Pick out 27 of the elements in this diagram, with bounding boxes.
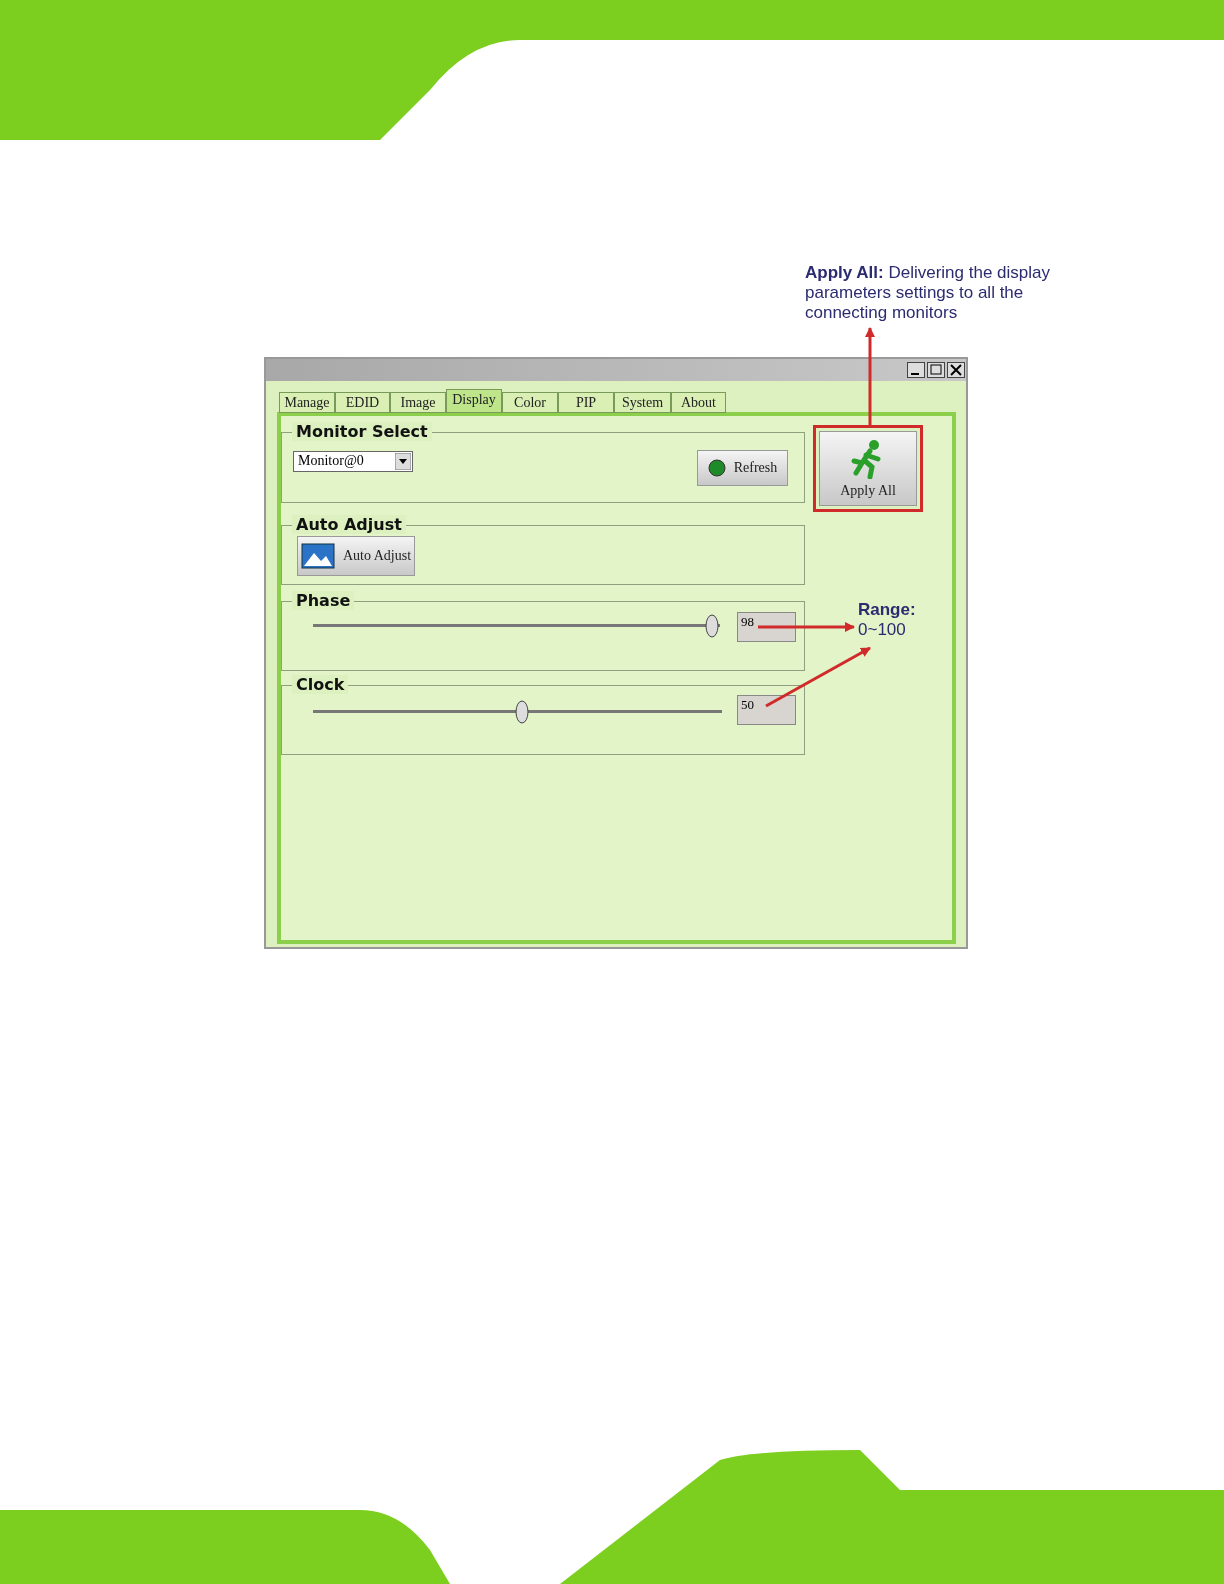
arrow <box>758 622 855 632</box>
value-field: 98 <box>737 612 796 642</box>
apply-all-button <box>813 425 923 512</box>
tab: PIP <box>558 392 614 413</box>
button <box>697 450 788 486</box>
arrow <box>865 327 875 425</box>
range-heading: Range: <box>858 600 917 620</box>
tab: Manage <box>279 392 335 413</box>
range-value: 0~100 <box>858 620 907 640</box>
group-title: Auto Adjust <box>292 515 406 534</box>
tab: Display <box>446 389 502 413</box>
tab: System <box>614 392 671 413</box>
button-label: Apply All <box>840 482 896 499</box>
dropdown: Monitor@0 <box>293 451 413 472</box>
callout-text: Apply All: Delivering the display parameters settings to all the connecting monitors <box>805 263 1065 327</box>
group-title: Phase <box>292 591 355 610</box>
group-title: Clock <box>292 675 349 694</box>
group-title: Monitor Select <box>292 422 432 441</box>
tab: Color <box>502 392 558 413</box>
button <box>297 536 415 576</box>
button-label: Refresh <box>733 460 778 476</box>
tab: About <box>671 392 726 413</box>
tab: EDID <box>335 392 390 413</box>
button-label: Auto Adjust <box>342 548 412 564</box>
arrow <box>765 646 871 708</box>
value-field: 50 <box>737 695 796 725</box>
tab: Image <box>390 392 446 413</box>
